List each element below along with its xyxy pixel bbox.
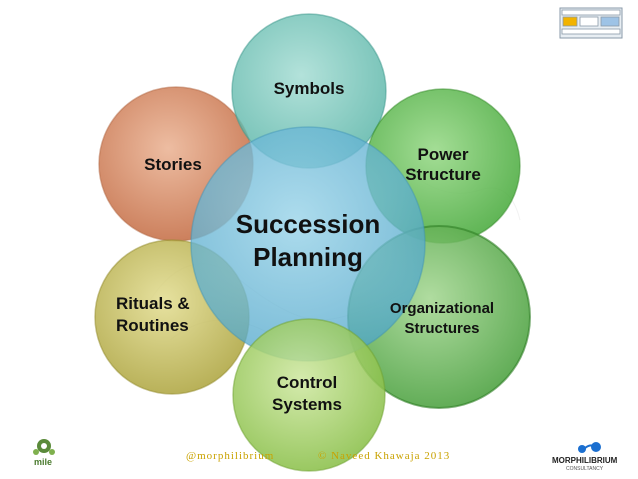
mile-logo-icon: [33, 439, 55, 455]
node-rituals-label: Rituals & Routines: [116, 293, 226, 337]
center-label: Succession Planning: [215, 208, 401, 273]
node-org-line2: Structures: [404, 320, 480, 338]
node-stories-line1: Stories: [144, 155, 202, 174]
node-org-label: Organizational Structures: [369, 299, 515, 340]
morphilibrium-logo-text: MORPHILIBRIUM: [552, 456, 618, 465]
node-power-line1: Power: [417, 145, 469, 164]
node-stories-label: Stories: [118, 155, 228, 175]
slide-logo-icon: [559, 7, 623, 39]
footer-copyright: © Naveed Khawaja 2013: [318, 450, 451, 462]
node-control-label: Control Systems: [252, 372, 362, 416]
center-line1: Succession: [235, 209, 381, 239]
node-power-line2: Structure: [405, 165, 481, 185]
node-control-line2: Systems: [272, 395, 342, 415]
node-org-line1: Organizational: [389, 300, 495, 317]
node-power-label: Power Structure: [388, 145, 498, 186]
node-control-circle: [232, 318, 386, 472]
node-rituals-line2: Routines: [116, 316, 189, 336]
morphilibrium-logo-icon: [578, 442, 601, 453]
node-control-line1: Control: [276, 373, 338, 392]
node-symbols-label: Symbols: [254, 79, 364, 99]
center-line2: Planning: [253, 241, 363, 272]
footer-handle: @morphilibrium: [186, 450, 275, 462]
node-symbols-line1: Symbols: [273, 79, 345, 98]
mile-logo-text: mile: [34, 457, 53, 467]
node-rituals-line1: Rituals &: [116, 294, 190, 313]
morphilibrium-logo-subtext: CONSULTANCY: [566, 466, 604, 472]
